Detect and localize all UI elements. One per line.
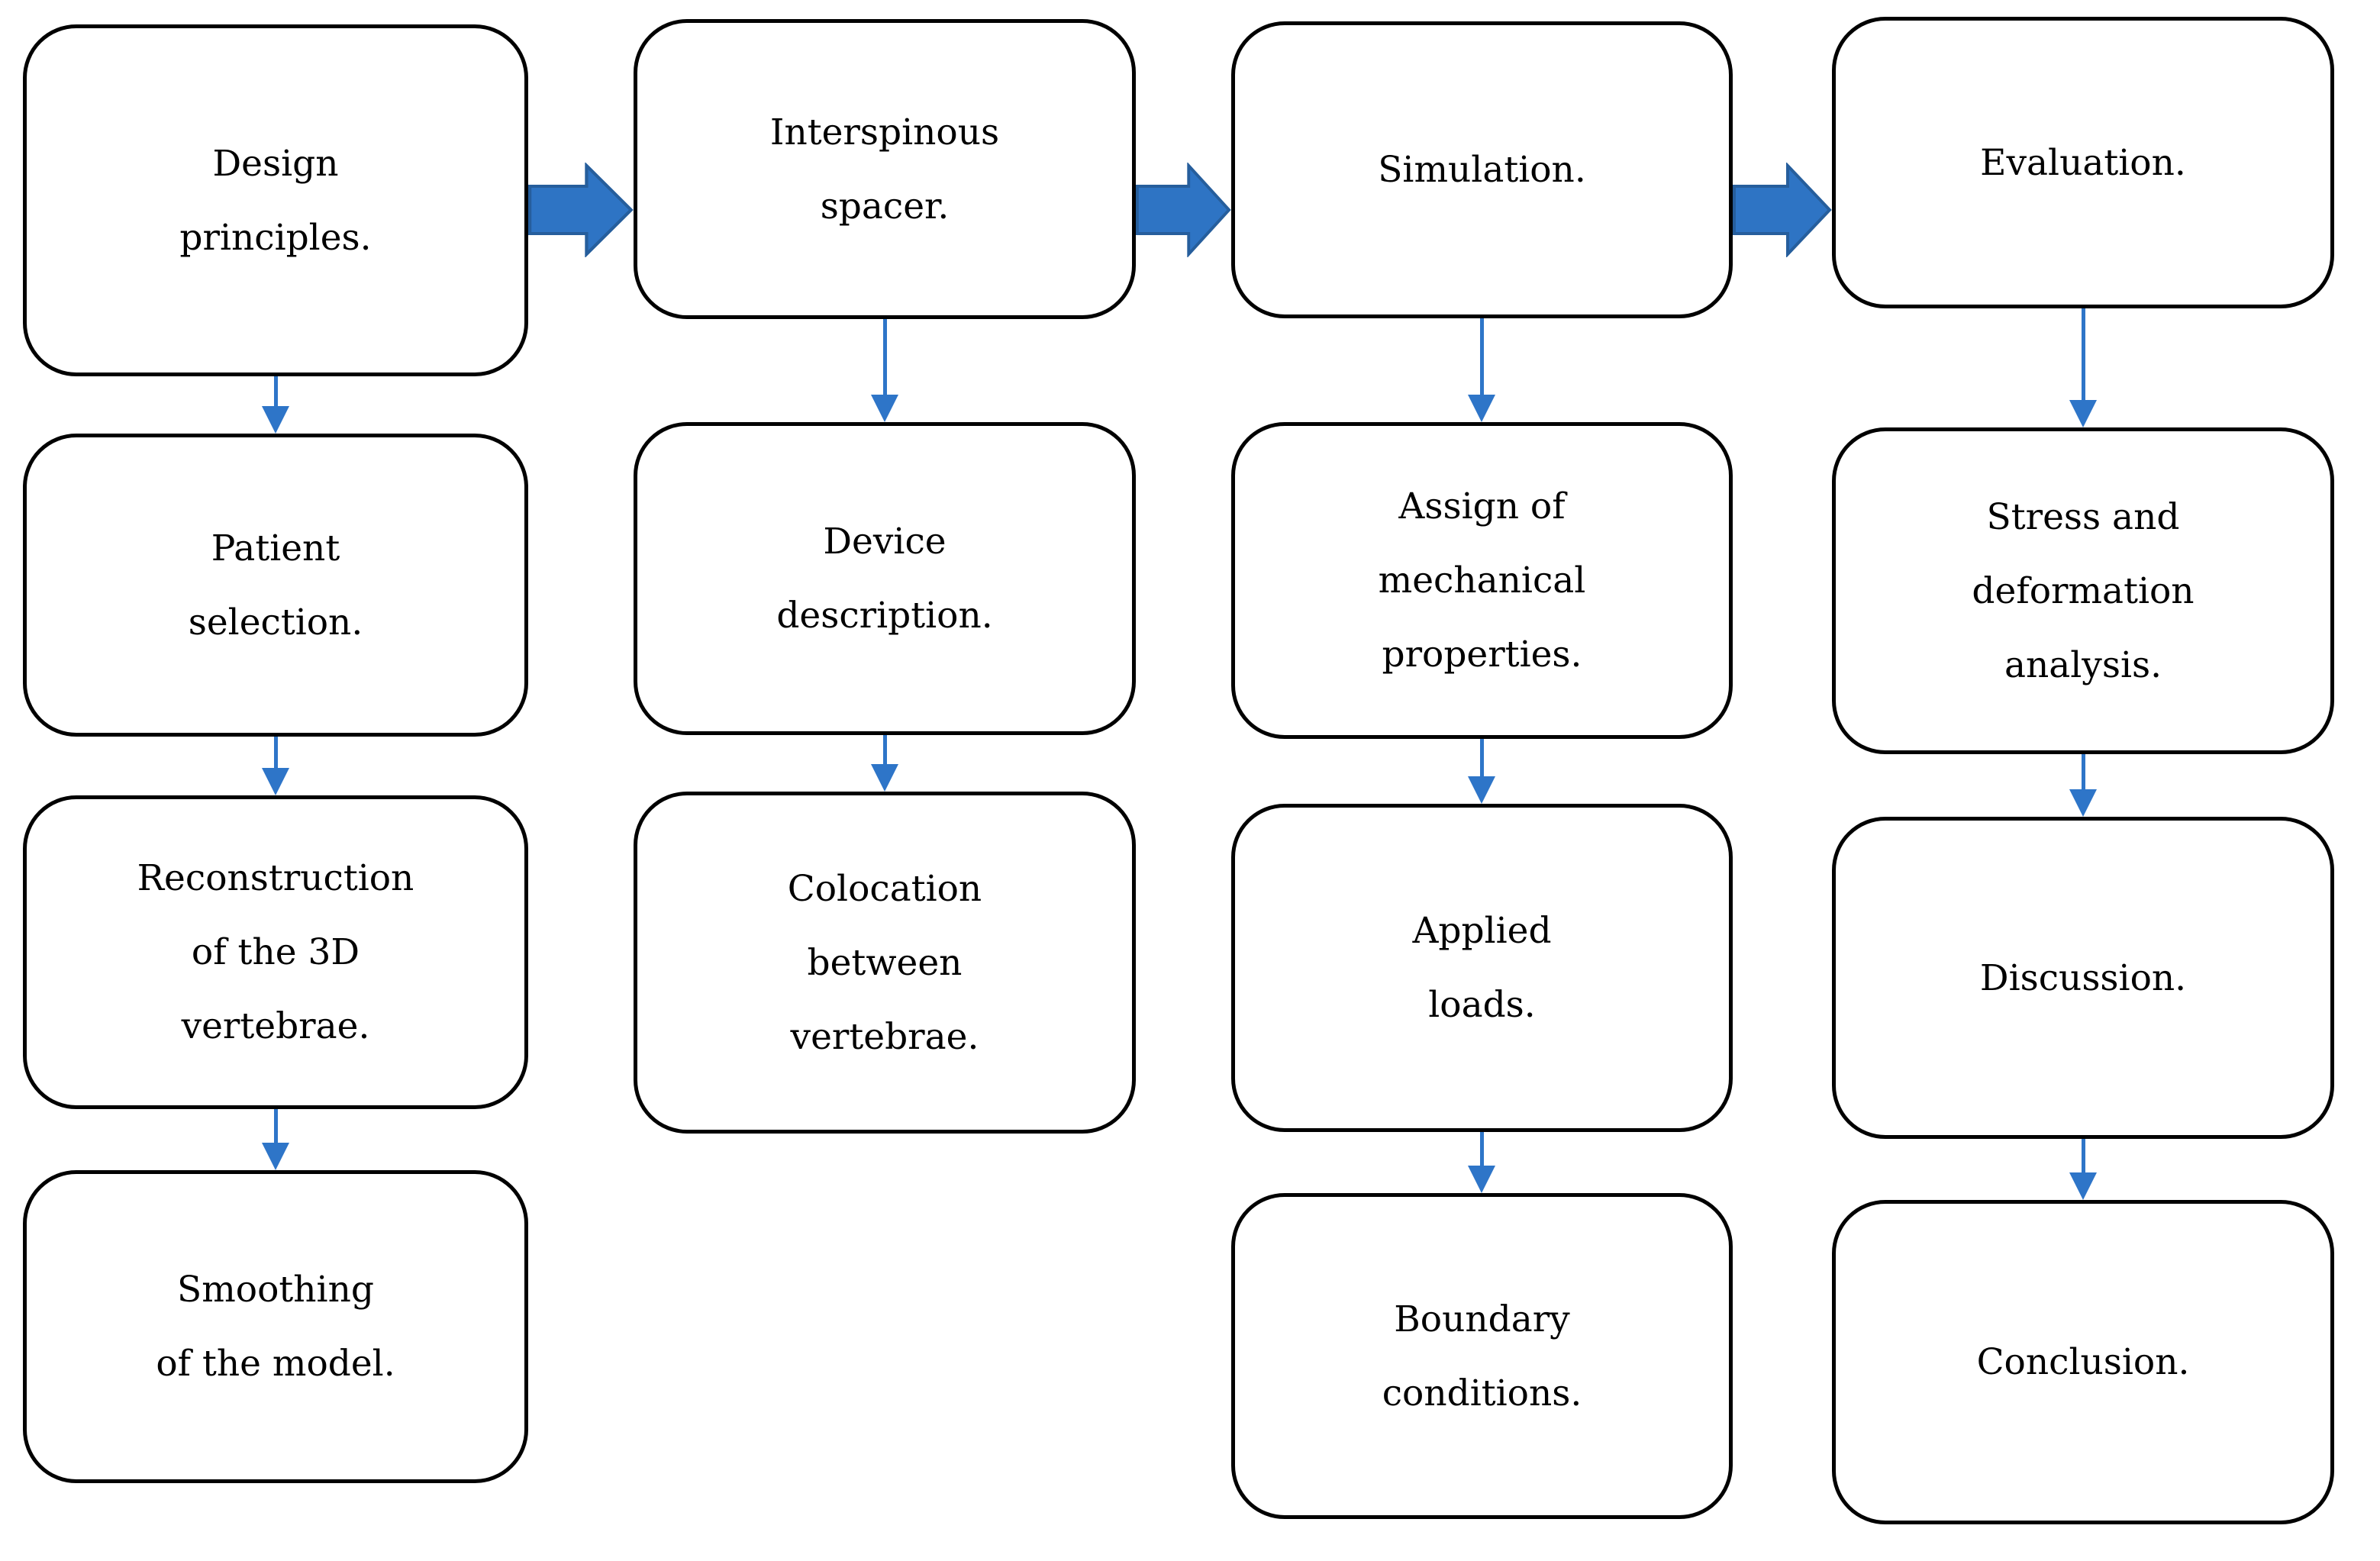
down-arrow-head [262, 406, 289, 434]
flow-box-assign-mechanical-properties: Assign of mechanical properties. [1231, 422, 1733, 739]
flow-box-label: Smoothing of the model. [156, 1269, 395, 1385]
right-arrow-icon [1733, 163, 1832, 257]
down-arrow-head [1468, 395, 1495, 422]
down-arrow-head [1468, 776, 1495, 804]
right-arrow-icon [1136, 163, 1231, 257]
flow-box-design-principles: Design principles. [23, 24, 528, 376]
flow-box-device-description: Device description. [634, 422, 1136, 735]
down-arrow-icon [260, 1109, 291, 1170]
flow-box-colocation-between-vertebrae: Colocation between vertebrae. [634, 792, 1136, 1134]
down-arrow-head [2069, 400, 2097, 427]
flow-box-interspinous-spacer: Interspinous spacer. [634, 19, 1136, 319]
flow-box-applied-loads: Applied loads. [1231, 804, 1733, 1132]
flow-box-conclusion: Conclusion. [1832, 1200, 2334, 1524]
down-arrow-stem [2081, 754, 2085, 791]
down-arrow-icon [869, 319, 900, 422]
flow-box-label: Evaluation. [1980, 141, 2186, 184]
down-arrow-icon [1466, 739, 1497, 804]
down-arrow-stem [882, 319, 887, 396]
right-arrow-icon [528, 163, 634, 257]
flow-box-label: Applied loads. [1412, 910, 1552, 1026]
down-arrow-icon [260, 376, 291, 434]
flow-box-label: Device description. [776, 521, 993, 637]
flow-box-label: Design principles. [179, 142, 372, 259]
flow-box-patient-selection: Patient selection. [23, 434, 528, 737]
down-arrow-head [262, 768, 289, 795]
flow-box-label: Assign of mechanical properties. [1378, 485, 1586, 676]
down-arrow-stem [273, 1109, 278, 1144]
down-arrow-icon [2068, 754, 2098, 817]
flow-box-label: Reconstruction of the 3D vertebrae. [137, 857, 414, 1047]
down-arrow-head [871, 764, 898, 792]
down-arrow-stem [1479, 318, 1484, 396]
down-arrow-stem [882, 735, 887, 766]
down-arrow-head [2069, 1172, 2097, 1200]
flow-box-reconstruction-3d-vertebrae: Reconstruction of the 3D vertebrae. [23, 795, 528, 1109]
down-arrow-head [2069, 789, 2097, 817]
down-arrow-icon [2068, 308, 2098, 427]
flow-box-smoothing-of-model: Smoothing of the model. [23, 1170, 528, 1483]
down-arrow-icon [260, 737, 291, 795]
down-arrow-stem [273, 376, 278, 408]
down-arrow-icon [1466, 318, 1497, 422]
down-arrow-icon [1466, 1132, 1497, 1193]
down-arrow-head [262, 1143, 289, 1170]
flow-box-label: Conclusion. [1976, 1341, 2190, 1383]
down-arrow-stem [2081, 1139, 2085, 1174]
down-arrow-head [1468, 1166, 1495, 1193]
flow-box-label: Patient selection. [188, 527, 363, 643]
flow-box-label: Stress and deformation analysis. [1972, 495, 2195, 686]
flow-box-boundary-conditions: Boundary conditions. [1231, 1193, 1733, 1519]
down-arrow-stem [1479, 739, 1484, 778]
flow-box-evaluation: Evaluation. [1832, 17, 2334, 308]
down-arrow-stem [273, 737, 278, 769]
flow-box-discussion: Discussion. [1832, 817, 2334, 1139]
down-arrow-stem [1479, 1132, 1484, 1167]
down-arrow-head [871, 395, 898, 422]
flow-box-stress-deformation-analysis: Stress and deformation analysis. [1832, 427, 2334, 754]
flow-box-label: Discussion. [1979, 956, 2187, 999]
down-arrow-icon [869, 735, 900, 792]
flow-box-label: Interspinous spacer. [769, 111, 1000, 227]
flow-box-simulation: Simulation. [1231, 21, 1733, 318]
flow-box-label: Boundary conditions. [1382, 1298, 1582, 1414]
down-arrow-stem [2081, 308, 2085, 402]
flow-box-label: Simulation. [1378, 149, 1586, 191]
down-arrow-icon [2068, 1139, 2098, 1200]
flow-box-label: Colocation between vertebrae. [787, 867, 982, 1058]
